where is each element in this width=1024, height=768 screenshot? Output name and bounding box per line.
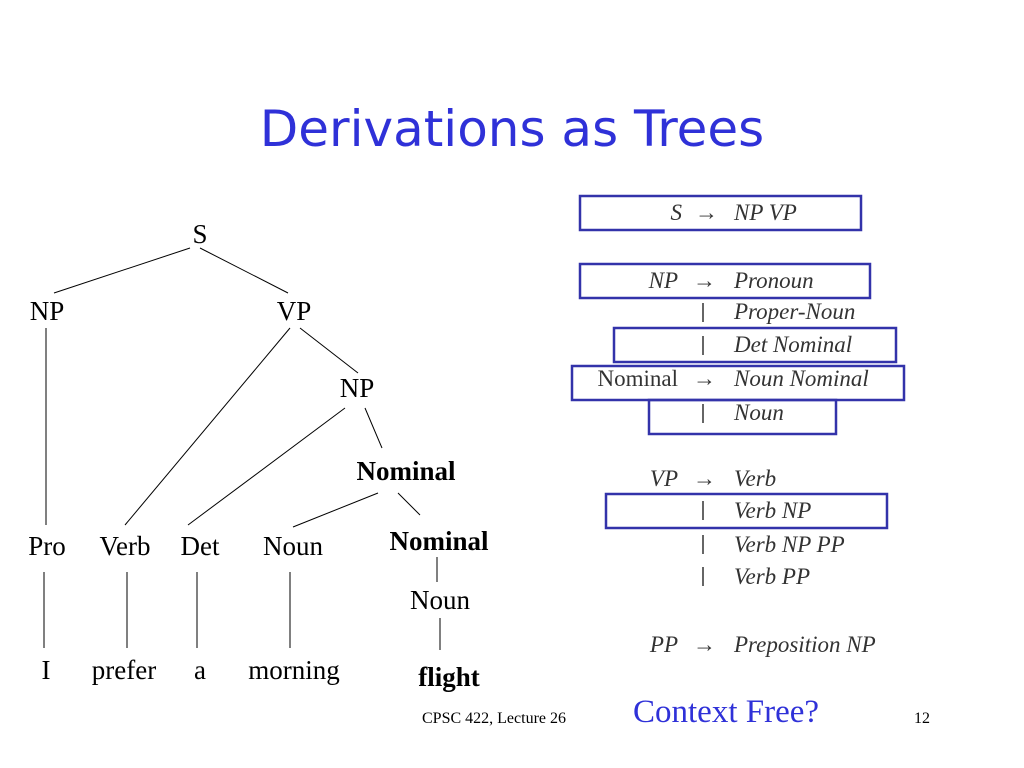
node-s: S	[192, 219, 207, 249]
word-prefer: prefer	[92, 655, 156, 685]
rule-np-arrow: →	[693, 268, 716, 293]
footer-question: Context Free?	[633, 694, 820, 730]
rule-s-arrow: →	[695, 200, 718, 225]
rule-nominal-rhs2: Noun	[733, 400, 784, 425]
rule-s-lhs: S	[671, 200, 683, 225]
rule-pp-arrow: →	[693, 632, 716, 657]
rule-vp-rhs2: Verb NP	[734, 498, 811, 523]
rule-np-lhs: NP	[648, 268, 678, 293]
word-i: I	[42, 655, 51, 685]
rule-np-rhs2: Proper-Noun	[733, 299, 855, 324]
rule-nominal-lhs: Nominal	[598, 366, 679, 391]
highlight-nominal-noun	[647, 398, 838, 436]
rule-np-rhs1: Pronoun	[733, 268, 814, 293]
rule-vp-rhs1: Verb	[734, 466, 776, 491]
word-flight: flight	[418, 662, 480, 692]
node-nominal-sub: Nominal	[389, 526, 489, 556]
edge-nominal-nominal	[397, 492, 421, 516]
rule-nominal-arrow: →	[693, 366, 716, 391]
parse-tree: S NP VP NP Nominal Pro Verb Det Noun Nom…	[28, 219, 489, 692]
edge-s-np	[53, 247, 191, 294]
node-np-left: NP	[30, 296, 65, 326]
highlight-np-det-nominal	[612, 326, 898, 364]
node-det: Det	[181, 531, 220, 561]
edge-np-nominal	[364, 407, 383, 449]
node-noun-morning: Noun	[263, 531, 323, 561]
rule-nominal-rhs1: Noun Nominal	[733, 366, 869, 391]
grammar-rules: S → NP VP NP → Pronoun Proper-Noun Det N…	[570, 194, 906, 657]
slide-title: Derivations as Trees	[259, 100, 765, 158]
node-vp: VP	[277, 296, 312, 326]
node-pro: Pro	[28, 531, 66, 561]
page-number: 12	[914, 710, 930, 727]
rule-vp-rhs4: Verb PP	[734, 564, 810, 589]
edge-vp-verb	[124, 327, 291, 526]
rule-vp-rhs3: Verb NP PP	[734, 532, 845, 557]
edge-nominal-noun	[292, 492, 379, 528]
highlight-np-pronoun	[578, 262, 872, 300]
rule-pp-lhs: PP	[649, 632, 678, 657]
edge-vp-np	[299, 327, 359, 374]
word-a: a	[194, 655, 206, 685]
highlight-s-rule	[578, 194, 863, 232]
rule-vp-lhs: VP	[650, 466, 678, 491]
node-nominal-top: Nominal	[356, 456, 456, 486]
footer-course: CPSC 422, Lecture 26	[422, 710, 566, 727]
highlight-vp-verb-np	[604, 492, 889, 530]
node-noun-flight: Noun	[410, 585, 470, 615]
rule-np-rhs3: Det Nominal	[733, 332, 852, 357]
word-morning: morning	[248, 655, 340, 685]
edge-s-vp	[199, 247, 289, 294]
node-verb: Verb	[100, 531, 151, 561]
edge-np-det	[187, 407, 346, 526]
rule-pp-rhs: Preposition NP	[733, 632, 876, 657]
node-np-right: NP	[340, 373, 375, 403]
rule-s-rhs: NP VP	[733, 200, 797, 225]
rule-vp-arrow: →	[693, 466, 716, 491]
